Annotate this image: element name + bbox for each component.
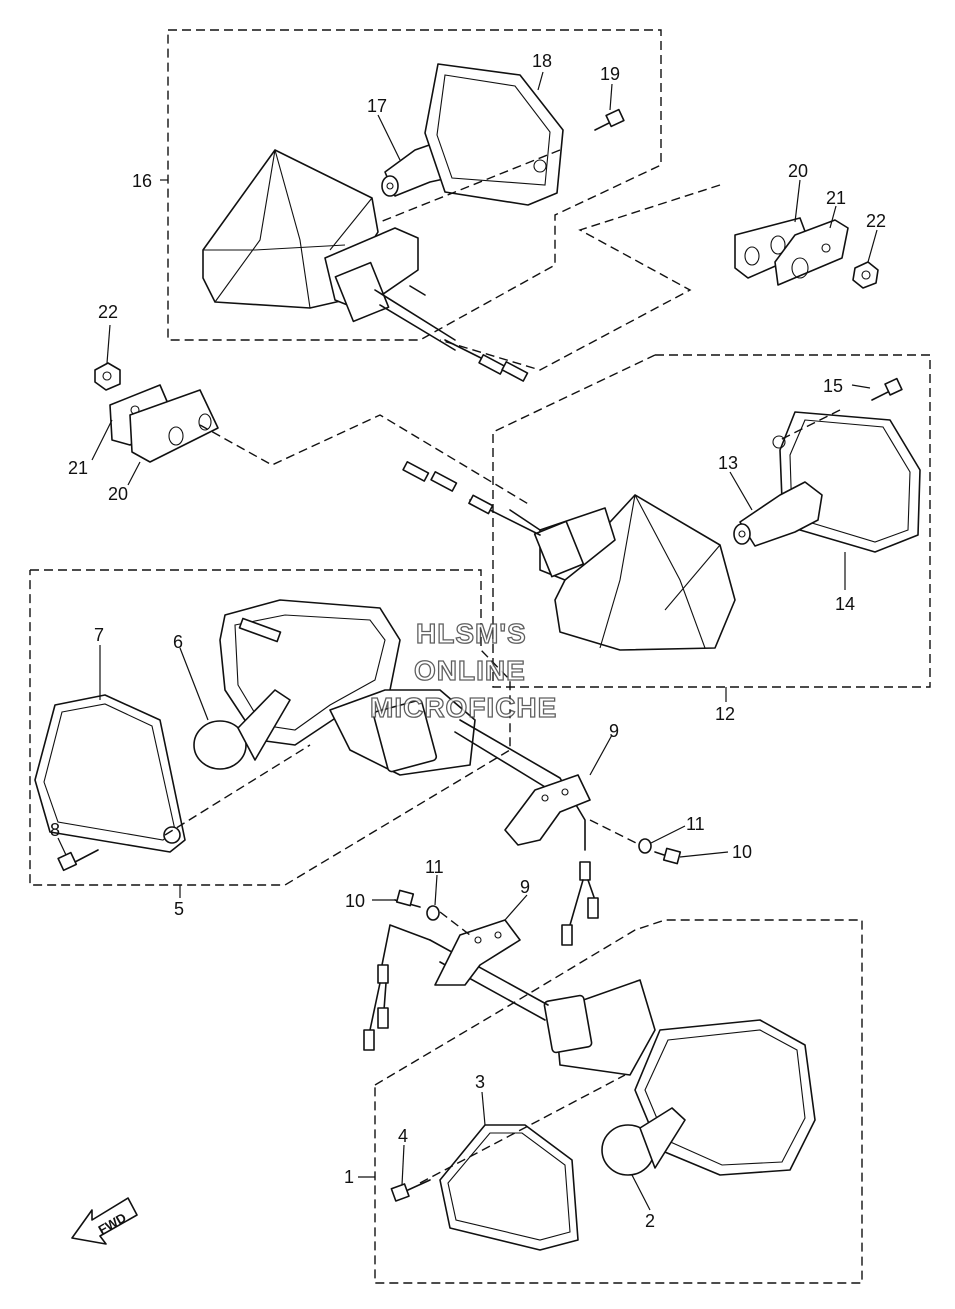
part-label-15: 15	[823, 376, 843, 396]
part-label-9-upper: 9	[609, 721, 619, 741]
watermark-line-3: MICROFICHE	[370, 692, 557, 723]
part-label-21-left: 21	[68, 458, 88, 478]
part-label-9-lower: 9	[520, 877, 530, 897]
plate-9-lower	[434, 919, 521, 986]
wire-16	[444, 339, 529, 382]
part-label-7: 7	[94, 625, 104, 645]
part-label-13: 13	[718, 453, 738, 473]
washer-11-upper	[638, 838, 652, 854]
part-label-20-left: 20	[108, 484, 128, 504]
signal-stem-12	[402, 461, 616, 581]
nut-22-left	[94, 362, 121, 391]
part-label-22-left: 22	[98, 302, 118, 322]
group-16-box	[167, 29, 662, 341]
bulb-6	[193, 689, 291, 770]
part-label-18: 18	[532, 51, 552, 71]
watermark-line-2: ONLINE	[414, 655, 526, 686]
part-label-21-right: 21	[826, 188, 846, 208]
wire-1	[363, 924, 431, 1051]
group-12-box	[492, 354, 931, 688]
watermark-line-1: HLSM'S	[416, 618, 527, 649]
connector-lines	[164, 149, 841, 1184]
part-label-14: 14	[835, 594, 855, 614]
plate-21-right	[774, 219, 849, 286]
screw-8	[57, 849, 99, 872]
part-label-12: 12	[715, 704, 735, 724]
part-label-22-right: 22	[866, 211, 886, 231]
leader-lines	[57, 71, 878, 1211]
lens-7	[34, 694, 186, 853]
signal-stem-16	[324, 227, 456, 351]
part-label-6: 6	[173, 632, 183, 652]
part-label-3: 3	[475, 1072, 485, 1092]
part-label-10-lower: 10	[345, 891, 365, 911]
screw-19	[594, 108, 625, 131]
nut-22-right	[852, 261, 879, 289]
signal-stem-5	[329, 689, 586, 851]
forward-arrow-icon: FWD	[71, 1197, 138, 1245]
part-label-2: 2	[645, 1211, 655, 1231]
part-label-8: 8	[50, 820, 60, 840]
bulb-2	[601, 1107, 686, 1176]
part-label-4: 4	[398, 1126, 408, 1146]
part-label-16: 16	[132, 171, 152, 191]
signal-stem-1	[429, 939, 656, 1076]
part-label-11-lower: 11	[425, 857, 444, 877]
screw-10-lower	[394, 889, 421, 908]
screw-15	[871, 377, 903, 401]
lens-18	[424, 63, 564, 206]
part-label-19: 19	[600, 64, 620, 84]
watermark: HLSM'S ONLINE MICROFICHE	[369, 617, 557, 723]
group-5-box	[29, 569, 511, 886]
part-label-1: 1	[344, 1167, 354, 1187]
part-label-17: 17	[367, 96, 387, 116]
signal-housing-1	[634, 1019, 816, 1176]
washer-11-lower	[426, 905, 440, 921]
part-label-10-upper: 10	[732, 842, 752, 862]
part-labels: 18 19 17 16 20 21 22 22 21 20 15 13 14 1…	[50, 51, 886, 1231]
grommet-20-left	[129, 389, 219, 463]
screw-10-upper	[654, 847, 682, 865]
wire-5	[561, 861, 599, 946]
part-label-5: 5	[174, 899, 184, 919]
bulb-13	[733, 481, 823, 547]
screw-4	[390, 1179, 431, 1202]
part-label-20-right: 20	[788, 161, 808, 181]
plate-9-upper	[504, 774, 591, 846]
lens-3	[439, 1124, 579, 1251]
part-label-11-upper: 11	[686, 814, 705, 834]
